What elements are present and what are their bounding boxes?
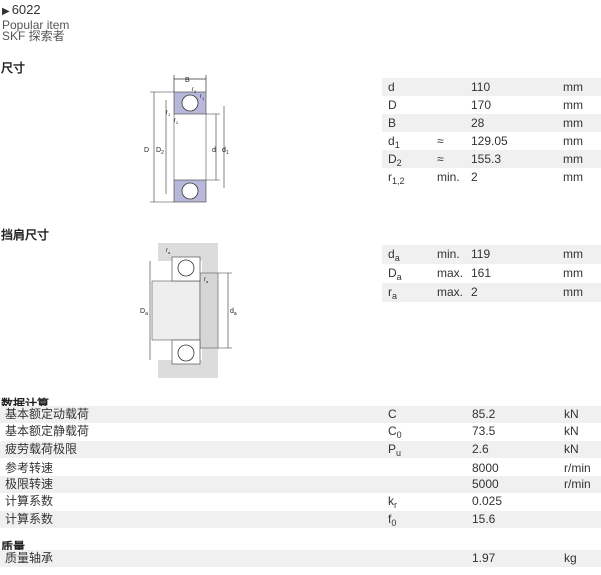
table-row: 计算系数 f0 15.6 — [0, 511, 601, 528]
row-symbol: Da — [388, 266, 402, 282]
label-r1-left: r1 — [166, 110, 171, 117]
table-row: da min. 119 mm — [382, 245, 601, 264]
row-symbol: Pu — [388, 442, 402, 458]
label-r2-left: r2 — [174, 118, 179, 125]
row-value: 73.5 — [472, 424, 496, 438]
row-value: 129.05 — [471, 134, 508, 148]
triangle-right-icon: ▶ — [2, 6, 10, 17]
label-d1: d1 — [222, 147, 229, 156]
row-value: 1.97 — [472, 551, 496, 565]
row-label: 疲劳载荷极限 — [5, 442, 78, 456]
table-row: d1 ≈129.05 mm — [382, 132, 601, 150]
row-symbol: C0 — [388, 424, 402, 440]
row-unit: mm — [563, 134, 583, 148]
table-row: 基本额定动载荷 C 85.2 kN — [0, 406, 601, 423]
row-symbol: d1 — [388, 134, 400, 150]
row-value: 2.6 — [472, 442, 489, 456]
table-row: 计算系数 kr 0.025 — [0, 493, 601, 510]
abutment-diagram: Da da ra ra — [140, 243, 237, 378]
row-value: 8000 — [472, 461, 499, 475]
row-label: 基本额定动载荷 — [5, 407, 90, 421]
row-qualifier: max. — [437, 285, 464, 299]
row-value: 28 — [471, 116, 485, 130]
row-symbol: D — [388, 98, 397, 112]
row-symbol: ra — [388, 285, 398, 301]
row-qualifier: max. — [437, 266, 464, 280]
row-symbol: kr — [388, 494, 397, 510]
row-unit: r/min — [564, 461, 591, 475]
row-unit: kg — [564, 551, 577, 565]
label-ra-top: ra — [166, 248, 171, 255]
row-value: 170 — [471, 98, 492, 112]
row-symbol: B — [388, 116, 397, 130]
table-row: 质量轴承 1.97 kg — [0, 550, 601, 567]
table-row: Da max. 161 mm — [382, 264, 601, 283]
row-symbol: C — [388, 407, 397, 421]
label-da: da — [230, 308, 237, 317]
row-unit: kN — [564, 407, 579, 421]
row-unit: r/min — [564, 477, 591, 491]
row-unit: mm — [563, 170, 583, 184]
row-unit: mm — [563, 80, 583, 94]
table-row: B 28 mm — [382, 114, 601, 132]
section-dimensions: 尺寸 — [1, 61, 26, 75]
row-value: 2 — [471, 170, 478, 184]
row-value: 15.6 — [472, 512, 496, 526]
row-label: 质量轴承 — [5, 551, 54, 565]
row-value: 161 — [471, 266, 492, 280]
row-symbol: r1,2 — [388, 170, 405, 186]
section-abutment: 挡肩尺寸 — [1, 228, 50, 242]
row-value: 2 — [471, 285, 478, 299]
product-model: 6022 — [11, 2, 41, 17]
row-label: 计算系数 — [5, 494, 54, 508]
product-title: ▶6022 — [2, 2, 41, 17]
row-symbol: d — [388, 80, 395, 94]
row-symbol: f0 — [388, 512, 397, 528]
row-qualifier: ≈ — [437, 134, 444, 148]
table-row: 疲劳载荷极限 Pu 2.6 kN — [0, 441, 601, 458]
row-unit: mm — [563, 266, 583, 280]
table-row: d 110 mm — [382, 78, 601, 96]
row-unit: kN — [564, 442, 579, 456]
row-label: 极限转速 — [5, 477, 54, 491]
label-r1-top: r1 — [200, 94, 205, 101]
row-value: 110 — [471, 80, 491, 94]
table-row: D 170 mm — [382, 96, 601, 114]
row-symbol: D2 — [388, 152, 402, 168]
row-unit: kN — [564, 424, 579, 438]
row-unit: mm — [563, 98, 583, 112]
row-value: 5000 — [472, 477, 499, 491]
label-r2-top: r2 — [192, 87, 197, 94]
table-row: D2 ≈155.3 mm — [382, 150, 601, 168]
row-value: 119 — [471, 247, 491, 261]
table-row: r1,2 min. 2 mm — [382, 168, 601, 186]
row-value: 155.3 — [471, 152, 502, 166]
skf-explorer-label: SKF 探索者 — [2, 29, 65, 43]
label-B: B — [185, 77, 190, 84]
row-qualifier: min. — [437, 247, 460, 261]
label-ra-inner: ra — [204, 277, 209, 284]
bearing-dimensions-diagram: B D D2 d d1 r2 r1 r1 r2 — [144, 75, 229, 203]
table-row: 极限转速 5000 r/min — [0, 476, 601, 493]
row-unit: mm — [563, 285, 583, 299]
row-label: 基本额定静载荷 — [5, 424, 90, 438]
row-value: 0.025 — [472, 494, 503, 508]
row-label: 参考转速 — [5, 461, 54, 475]
popular-item-label: Popular item — [2, 18, 70, 32]
table-row: ra max. 2 mm — [382, 283, 601, 302]
table-row: 基本额定静载荷 C0 73.5 kN — [0, 423, 601, 440]
row-label: 计算系数 — [5, 512, 54, 526]
row-value: 85.2 — [472, 407, 496, 421]
label-D: D — [144, 147, 149, 154]
label-Da: Da — [140, 308, 148, 317]
row-qualifier: ≈ — [437, 152, 444, 166]
row-symbol: da — [388, 247, 400, 263]
row-unit: mm — [563, 116, 583, 130]
label-D2: D2 — [156, 147, 164, 156]
label-d: d — [212, 147, 216, 154]
table-row: 参考转速 8000 r/min — [0, 460, 601, 477]
row-unit: mm — [563, 152, 583, 166]
row-unit: mm — [563, 247, 583, 261]
row-qualifier: min. — [437, 170, 460, 184]
